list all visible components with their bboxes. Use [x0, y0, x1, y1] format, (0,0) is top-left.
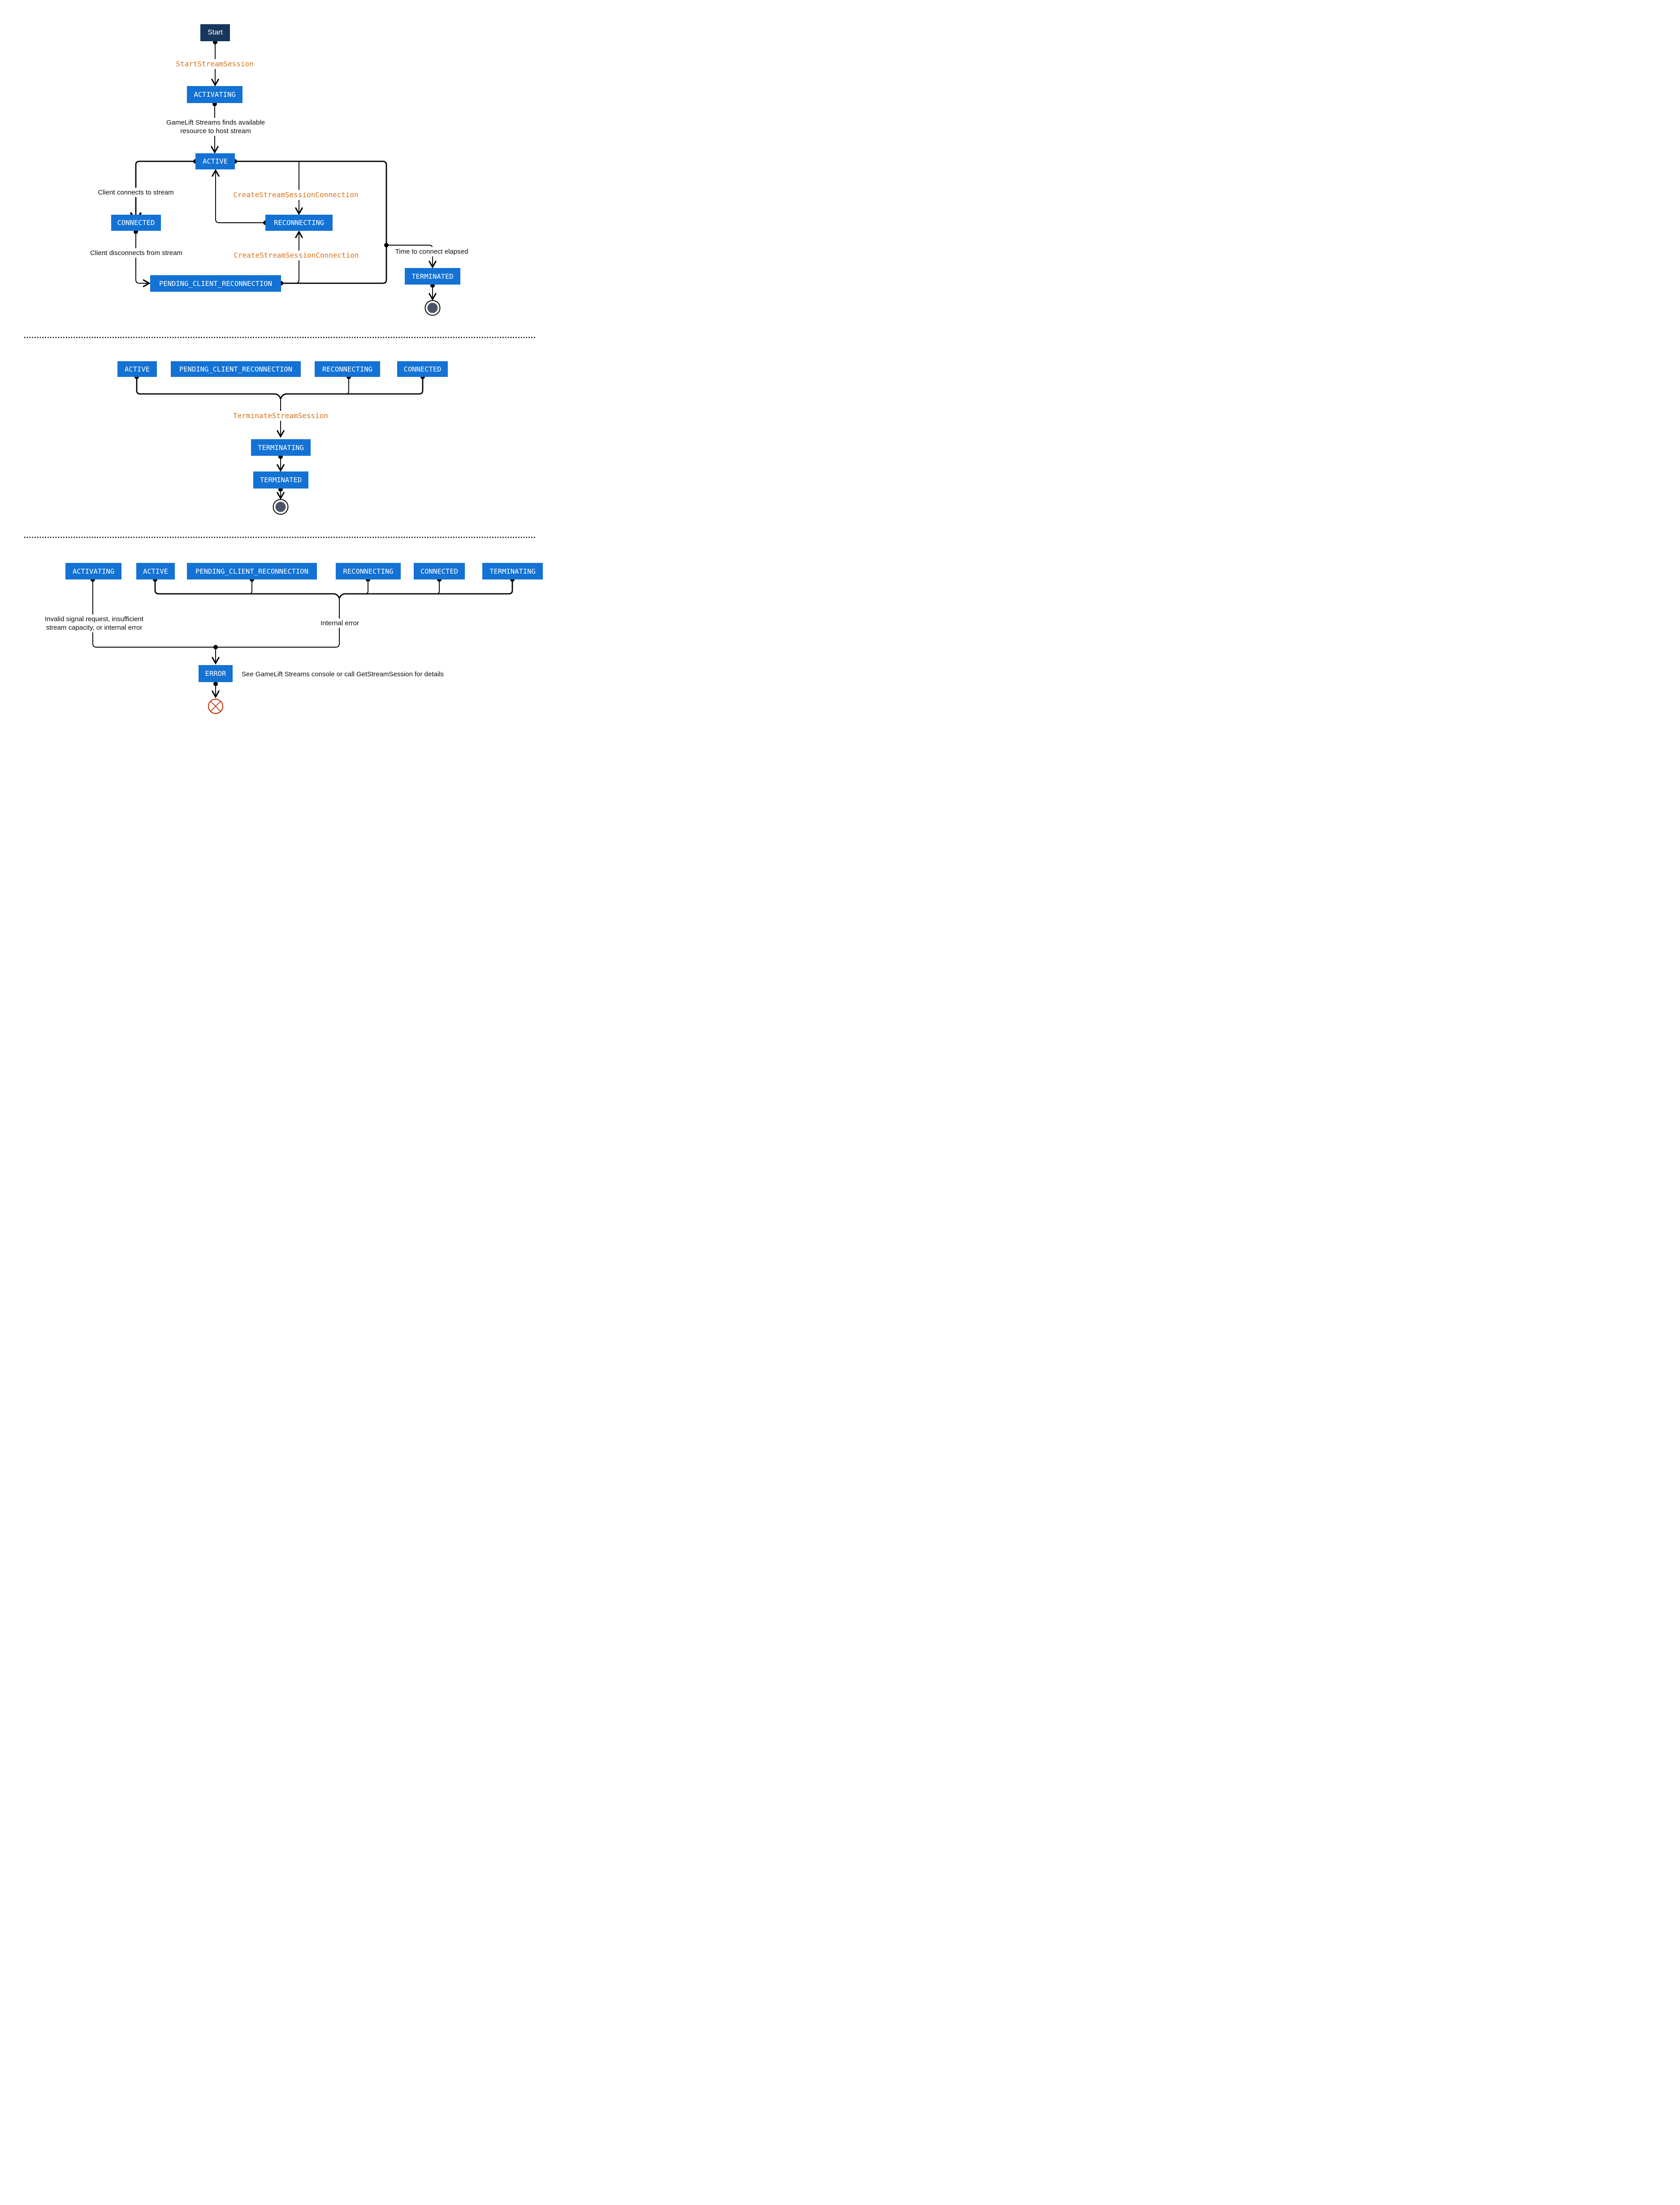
state-box-pending-1: PENDING_CLIENT_RECONNECTION — [150, 275, 281, 292]
edge-label-client-disconnects: Client disconnects from stream — [88, 248, 185, 258]
state-box-activating-1: ACTIVATING — [187, 86, 242, 103]
state-box-pending-3: PENDING_CLIENT_RECONNECTION — [187, 563, 317, 579]
state-box-reconnecting-3: RECONNECTING — [336, 563, 401, 579]
state-box-terminating-3: TERMINATING — [482, 563, 543, 579]
state-box-connected-2: CONNECTED — [397, 361, 448, 377]
edge-label-start-stream-session: StartStreamSession — [173, 59, 256, 69]
edge-label-internal-error: Internal error — [318, 618, 361, 628]
edge-label-error-details: See GameLift Streams console or call Get… — [239, 670, 446, 679]
state-box-active-2: ACTIVE — [117, 361, 157, 377]
state-box-terminated-2: TERMINATED — [253, 471, 308, 489]
end-state-circle-2 — [273, 499, 289, 515]
edge-label-finds-resource-line2: resource to host stream — [180, 127, 251, 135]
end-state-circle-1 — [424, 300, 441, 316]
state-box-terminating-2: TERMINATING — [251, 439, 311, 456]
edge-label-client-connects: Client connects to stream — [95, 188, 176, 198]
state-box-terminated-1: TERMINATED — [405, 268, 460, 285]
edge-activating-error — [91, 577, 216, 648]
edge-terminating-to-terminated — [276, 454, 285, 472]
error-end-state-circle — [208, 698, 224, 714]
edge-error-to-end-state — [211, 682, 220, 699]
state-box-reconnecting-2: RECONNECTING — [315, 361, 380, 377]
state-box-connected-1: CONNECTED — [111, 215, 161, 231]
state-box-connected-3: CONNECTED — [414, 563, 465, 579]
edge-label-create-connection-lower: CreateStreamSessionConnection — [231, 251, 361, 261]
edge-terminated-to-end-state-2 — [276, 487, 285, 500]
edge-label-invalid-request-line2: stream capacity, or internal error — [46, 624, 143, 632]
state-box-reconnecting-1: RECONNECTING — [265, 215, 333, 231]
edge-terminate-merge-bus — [134, 375, 425, 399]
state-box-pending-2: PENDING_CLIENT_RECONNECTION — [171, 361, 301, 377]
edge-label-invalid-request-line1: Invalid signal request, insufficient — [45, 615, 143, 623]
state-box-active-3: ACTIVE — [136, 563, 175, 579]
edge-label-finds-resource-line1: GameLift Streams finds available — [166, 119, 265, 126]
edge-label-terminate-stream-session: TerminateStreamSession — [231, 411, 330, 421]
edge-internal-error-bus — [153, 577, 515, 599]
state-box-error: ERROR — [199, 665, 233, 682]
edge-label-invalid-request: Invalid signal request, insufficient str… — [43, 614, 146, 633]
state-diagram-canvas: Start ACTIVATING ACTIVE CONNECTED RECONN… — [0, 0, 560, 735]
state-box-activating-3: ACTIVATING — [65, 563, 121, 579]
edge-terminated-to-end-state-1 — [428, 283, 437, 301]
state-box-active-1: ACTIVE — [195, 153, 235, 169]
edge-label-finds-resource: GameLift Streams finds available resourc… — [164, 118, 268, 136]
edge-label-time-to-connect: Time to connect elapsed — [393, 247, 471, 257]
edge-merge-to-error — [211, 645, 220, 665]
edge-label-create-connection-upper: CreateStreamSessionConnection — [231, 190, 361, 200]
edge-internal-error-stem — [216, 598, 340, 648]
state-box-start: Start — [200, 24, 230, 41]
